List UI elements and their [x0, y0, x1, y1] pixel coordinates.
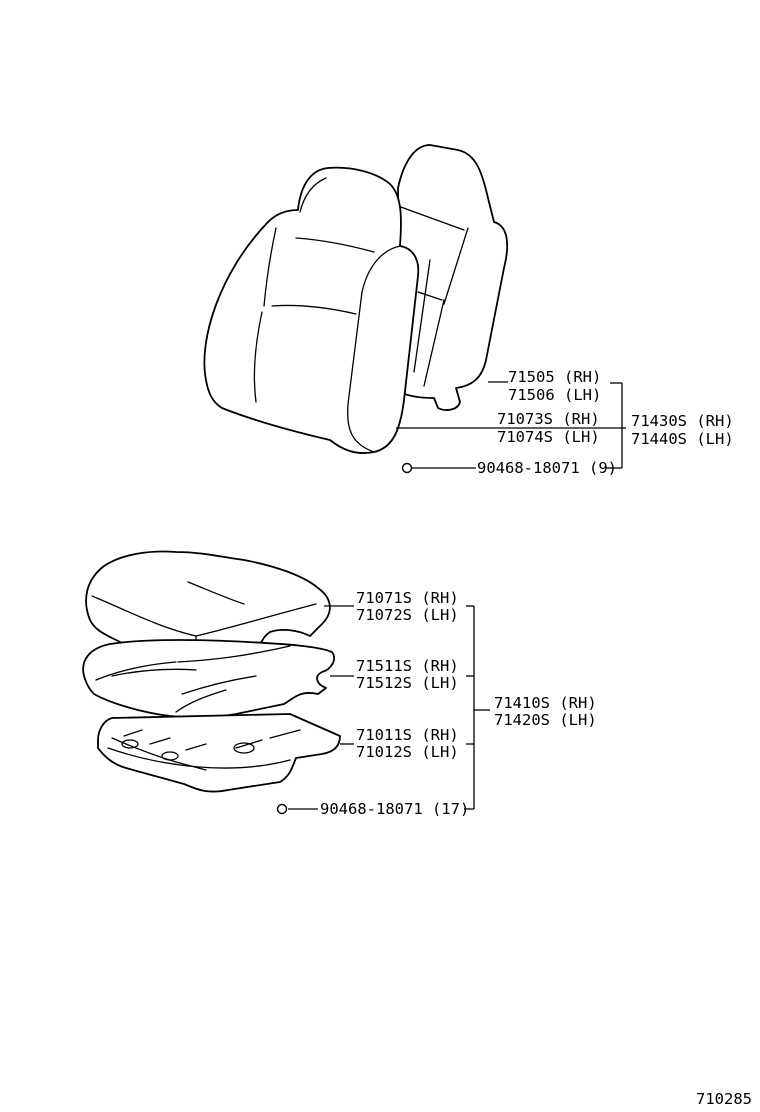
hog-ring-icon: [401, 462, 413, 474]
label-cushion-pad-lh: 71512S (LH): [356, 674, 459, 692]
figure-number: 710285: [696, 1090, 752, 1108]
hog-ring-icon: [276, 803, 288, 815]
label-seat-back-hog-ring: 90468-18071 (9): [477, 459, 617, 477]
label-seat-back-frame-lh: 71506 (LH): [508, 386, 601, 404]
label-cushion-pad-rh: 71511S (RH): [356, 657, 459, 675]
callout-lines: [288, 381, 626, 810]
label-cushion-assy-lh: 71420S (LH): [494, 711, 597, 729]
label-cushion-frame-lh: 71012S (LH): [356, 743, 459, 761]
label-seat-back-assy-rh: 71430S (RH): [631, 412, 734, 430]
seat-back-illustration: [203, 144, 509, 454]
label-cushion-hog-ring: 90468-18071 (17): [320, 800, 469, 818]
seat-cushion-pad-illustration: [82, 639, 335, 719]
label-cushion-cover-rh: 71071S (RH): [356, 589, 459, 607]
label-cushion-assy-rh: 71410S (RH): [494, 694, 597, 712]
label-seat-back-assy-lh: 71440S (LH): [631, 430, 734, 448]
label-seat-back-frame-rh: 71505 (RH): [508, 368, 601, 386]
label-cushion-frame-rh: 71011S (RH): [356, 726, 459, 744]
label-seat-back-cover-rh: 71073S (RH): [497, 410, 600, 428]
label-seat-back-cover-lh: 71074S (LH): [497, 428, 600, 446]
label-cushion-cover-lh: 71072S (LH): [356, 606, 459, 624]
seat-cushion-frame-illustration: [97, 713, 341, 793]
